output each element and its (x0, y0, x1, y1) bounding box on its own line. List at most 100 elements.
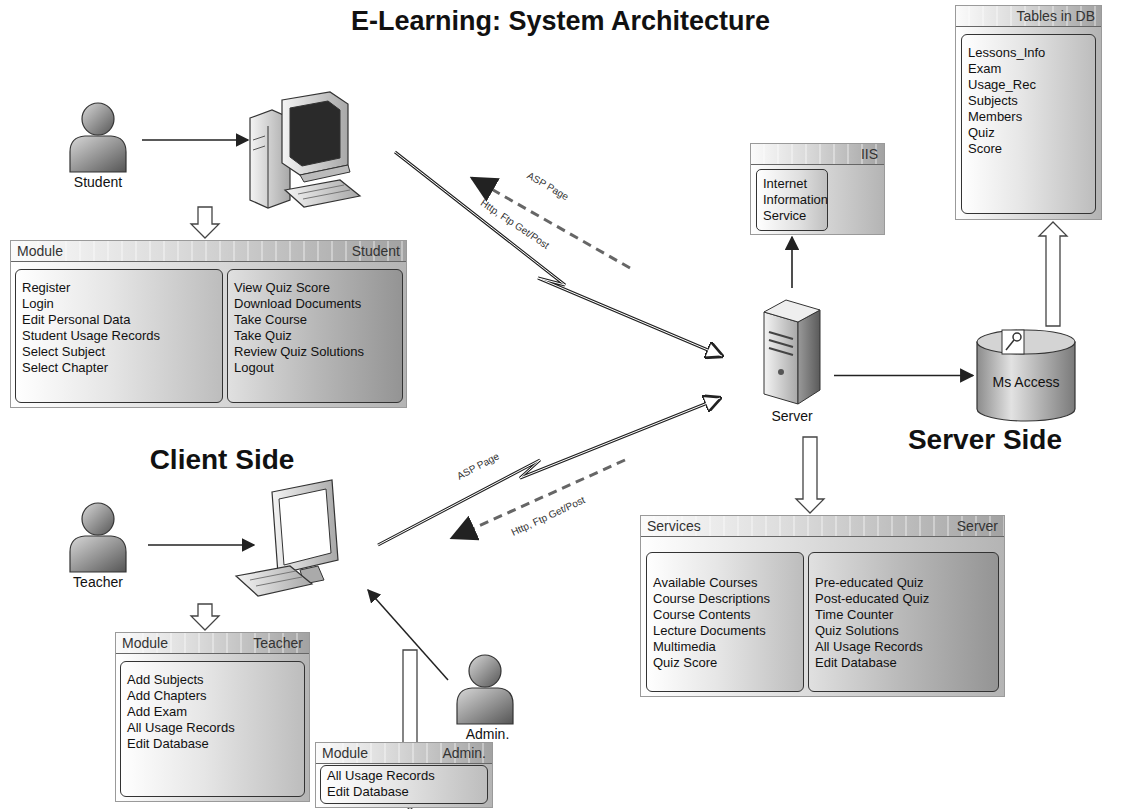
panel-header: IIS (751, 144, 884, 165)
list-item: Score (968, 141, 1089, 157)
link-label: Http, Ftp Get/Post (479, 197, 552, 251)
header-text: Student (352, 243, 400, 259)
person-icon (58, 500, 138, 574)
user-actor: Student (58, 100, 138, 205)
item-list-box: Available CoursesCourse DescriptionsCour… (646, 552, 804, 692)
header-text: Tables in DB (1016, 8, 1095, 24)
list-item: Student Usage Records (22, 328, 216, 344)
list-item: Available Courses (653, 575, 797, 591)
header-text: Teacher (253, 635, 303, 651)
list-item: Pre-educated Quiz (815, 575, 992, 591)
panel-body: Internet Information Service (756, 169, 828, 231)
list-item: Course Descriptions (653, 591, 797, 607)
list-item: All Usage Records (127, 720, 298, 736)
actor-name: Student (58, 174, 138, 190)
item-list-box: Lessons_InfoExamUsage_RecSubjectsMembers… (961, 34, 1096, 214)
module-panel: Module StudentRegisterLoginEdit Personal … (10, 240, 407, 408)
module-panel: Module TeacherAdd SubjectsAdd ChaptersAdd… (115, 632, 310, 802)
list-item: Quiz Solutions (815, 623, 992, 639)
panel-header: Module Teacher (116, 633, 309, 654)
user-actor: Teacher (58, 500, 138, 602)
use-arrow (142, 139, 248, 141)
list-item: Logout (234, 360, 396, 376)
list-item: Edit Database (127, 736, 298, 752)
list-item: All Usage Records (815, 639, 992, 655)
link-label: Http, Ftp Get/Post (509, 494, 586, 538)
item-list-box: View Quiz ScoreDownload DocumentsTake Co… (227, 269, 403, 403)
list-item: Multimedia (653, 639, 797, 655)
list-item: Quiz Score (653, 655, 797, 671)
header-text: IIS (861, 146, 878, 162)
panel-header: ModuleAdmin. (316, 743, 492, 764)
item-list-box: RegisterLoginEdit Personal DataStudent U… (15, 269, 223, 403)
info-panel: IIS Internet Information Service (750, 143, 885, 235)
list-item: Take Course (234, 312, 396, 328)
panel-header: Module Student (11, 241, 406, 262)
panel-header: Services Server (641, 516, 1004, 537)
list-item: Login (22, 296, 216, 312)
list-item: Quiz (968, 125, 1089, 141)
server-node: Server (752, 290, 832, 435)
item-list-box: All Usage RecordsEdit Database (320, 765, 488, 804)
database-name: Ms Access (975, 374, 1077, 390)
list-item: Exam (968, 61, 1089, 77)
list-item: Lecture Documents (653, 623, 797, 639)
list-item: Select Chapter (22, 360, 216, 376)
header-text: Module (17, 243, 63, 259)
actor-name: Teacher (58, 574, 138, 590)
block-arrow (1039, 222, 1067, 326)
header-text: Module (122, 635, 168, 651)
list-item: Edit Database (327, 784, 481, 800)
header-text: Server (957, 518, 998, 534)
list-item: Usage_Rec (968, 77, 1089, 93)
list-item: Edit Personal Data (22, 312, 216, 328)
network-link (378, 152, 722, 545)
person-icon (445, 652, 525, 726)
list-item: View Quiz Score (234, 280, 396, 296)
block-arrow (796, 437, 824, 513)
link-label: ASP Page (455, 450, 501, 481)
block-arrow (191, 207, 219, 238)
module-panel: ModuleAdmin.All Usage RecordsEdit Databa… (315, 742, 493, 808)
actor-name: Admin. (445, 726, 530, 742)
list-item: All Usage Records (327, 768, 481, 784)
list-item: Select Subject (22, 344, 216, 360)
panel-header: Tables in DB (956, 6, 1101, 27)
list-item: Time Counter (815, 607, 992, 623)
server-name: Server (752, 408, 832, 424)
flow-arrow (791, 237, 793, 288)
database-cylinder: Ms Access (975, 328, 1077, 423)
list-item: Add Exam (127, 704, 298, 720)
info-panel: Tables in DB Lessons_InfoExamUsage_RecSub… (955, 5, 1102, 220)
list-item: Subjects (968, 93, 1089, 109)
side-label: Server Side (908, 424, 1062, 456)
list-item: Download Documents (234, 296, 396, 312)
flow-arrow (834, 375, 973, 377)
list-item: Lessons_Info (968, 45, 1089, 61)
list-item: Register (22, 280, 216, 296)
list-item: Course Contents (653, 607, 797, 623)
user-actor: Admin. (445, 652, 530, 747)
list-item: Take Quiz (234, 328, 396, 344)
header-text: Module (322, 745, 368, 761)
monitor-computer (236, 480, 338, 596)
body-text: Internet Information Service (763, 176, 821, 224)
list-item: Review Quiz Solutions (234, 344, 396, 360)
header-text: Services (647, 518, 701, 534)
module-panel: Services ServerAvailable CoursesCourse De… (640, 515, 1005, 697)
use-arrow (148, 544, 254, 546)
desktop-computer (250, 92, 360, 208)
list-item: Add Subjects (127, 672, 298, 688)
side-label: Client Side (150, 444, 295, 476)
server-icon (752, 290, 832, 408)
link-label: ASP Page (525, 170, 570, 203)
list-item: Add Chapters (127, 688, 298, 704)
block-arrow (191, 604, 219, 630)
list-item: Edit Database (815, 655, 992, 671)
item-list-box: Pre-educated QuizPost-educated QuizTime … (808, 552, 999, 692)
diagram-title: E-Learning: System Architecture (0, 6, 1121, 37)
person-icon (58, 100, 138, 174)
item-list-box: Add SubjectsAdd ChaptersAdd ExamAll Usag… (120, 661, 305, 797)
list-item: Post-educated Quiz (815, 591, 992, 607)
